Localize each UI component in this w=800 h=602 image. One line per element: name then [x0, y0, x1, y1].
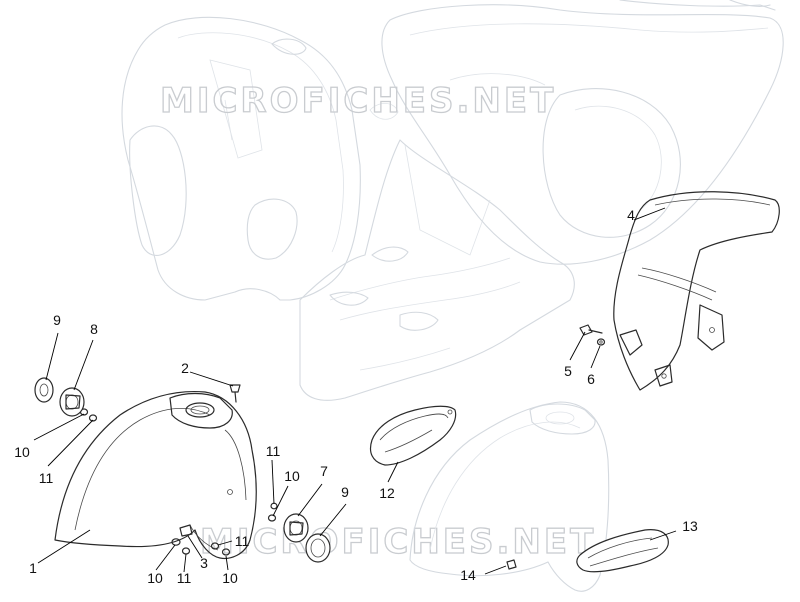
callout-11-mid: 11	[266, 443, 281, 459]
callout-13: 13	[682, 518, 698, 534]
scoop-12-part	[369, 405, 457, 466]
callout-6: 6	[587, 371, 595, 387]
badge-holder-8-part	[59, 387, 85, 417]
watermark-bottom: MICROFICHES.NET	[200, 522, 596, 562]
scooter-body-outline	[121, 0, 784, 401]
washer-6-part	[596, 338, 606, 346]
callout-8: 8	[90, 321, 98, 337]
callout-14: 14	[460, 567, 476, 583]
callout-11-bottom: 11	[177, 570, 192, 586]
leader-lines	[33, 207, 677, 575]
callout-10-bottom-left: 10	[147, 570, 163, 586]
screw-2-part	[229, 384, 241, 403]
callout-11-left: 11	[39, 470, 54, 486]
callout-3: 3	[200, 555, 208, 571]
callout-1: 1	[29, 560, 37, 576]
callout-9-right: 9	[341, 484, 349, 500]
callout-12: 12	[379, 485, 395, 501]
callout-2: 2	[181, 360, 189, 376]
screw-5-part	[579, 324, 603, 336]
small-hardware-parts	[79, 408, 517, 570]
badge-9-part-left	[34, 377, 54, 403]
front-mudguard-part	[54, 391, 257, 560]
callout-9-left: 9	[53, 312, 61, 328]
badge-9-part-right	[305, 533, 331, 563]
seal-13-part	[576, 529, 669, 573]
callout-7: 7	[320, 463, 328, 479]
callout-10-left: 10	[14, 444, 30, 460]
callout-10-mid: 10	[284, 468, 300, 484]
badge-holder-7-part	[283, 513, 309, 543]
callout-11-right: 11	[235, 533, 250, 549]
callout-10-bottom-right: 10	[222, 570, 238, 586]
callout-4: 4	[627, 207, 635, 223]
callout-numbers: 9 8 10 11 2 11 10 7 9 1 3 11 10 10 11 4 …	[14, 207, 698, 586]
callout-5: 5	[564, 363, 572, 379]
rear-mudguard-part	[613, 191, 780, 391]
watermark-top: MICROFICHES.NET	[160, 81, 556, 121]
